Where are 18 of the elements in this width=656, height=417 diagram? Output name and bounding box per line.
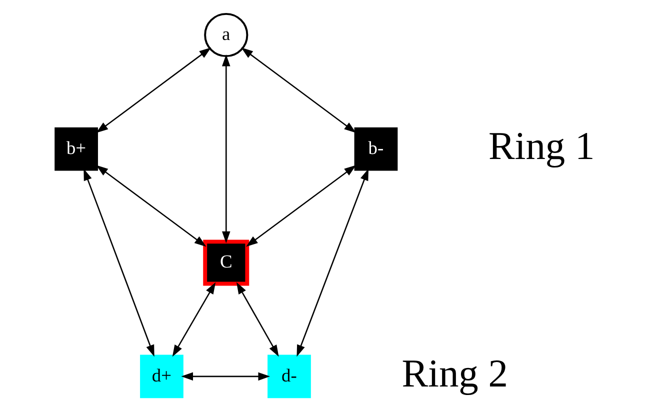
arrow (96, 165, 206, 247)
arrow (84, 168, 154, 357)
label: Ring 1 (488, 124, 595, 168)
arrow (181, 372, 270, 381)
arrow (241, 47, 356, 133)
node-box: C (203, 240, 250, 286)
arrow (246, 165, 356, 247)
node-box: d+ (140, 354, 184, 398)
arrow (236, 282, 279, 357)
arrow (96, 47, 212, 133)
node-circle: a (204, 12, 248, 58)
arrow (296, 168, 369, 357)
label: Ring 2 (402, 351, 508, 396)
node-box: b- (354, 127, 398, 171)
arrow (222, 54, 230, 244)
arrow (172, 282, 216, 357)
node-box: b+ (54, 127, 98, 171)
node-box: d- (268, 354, 311, 398)
